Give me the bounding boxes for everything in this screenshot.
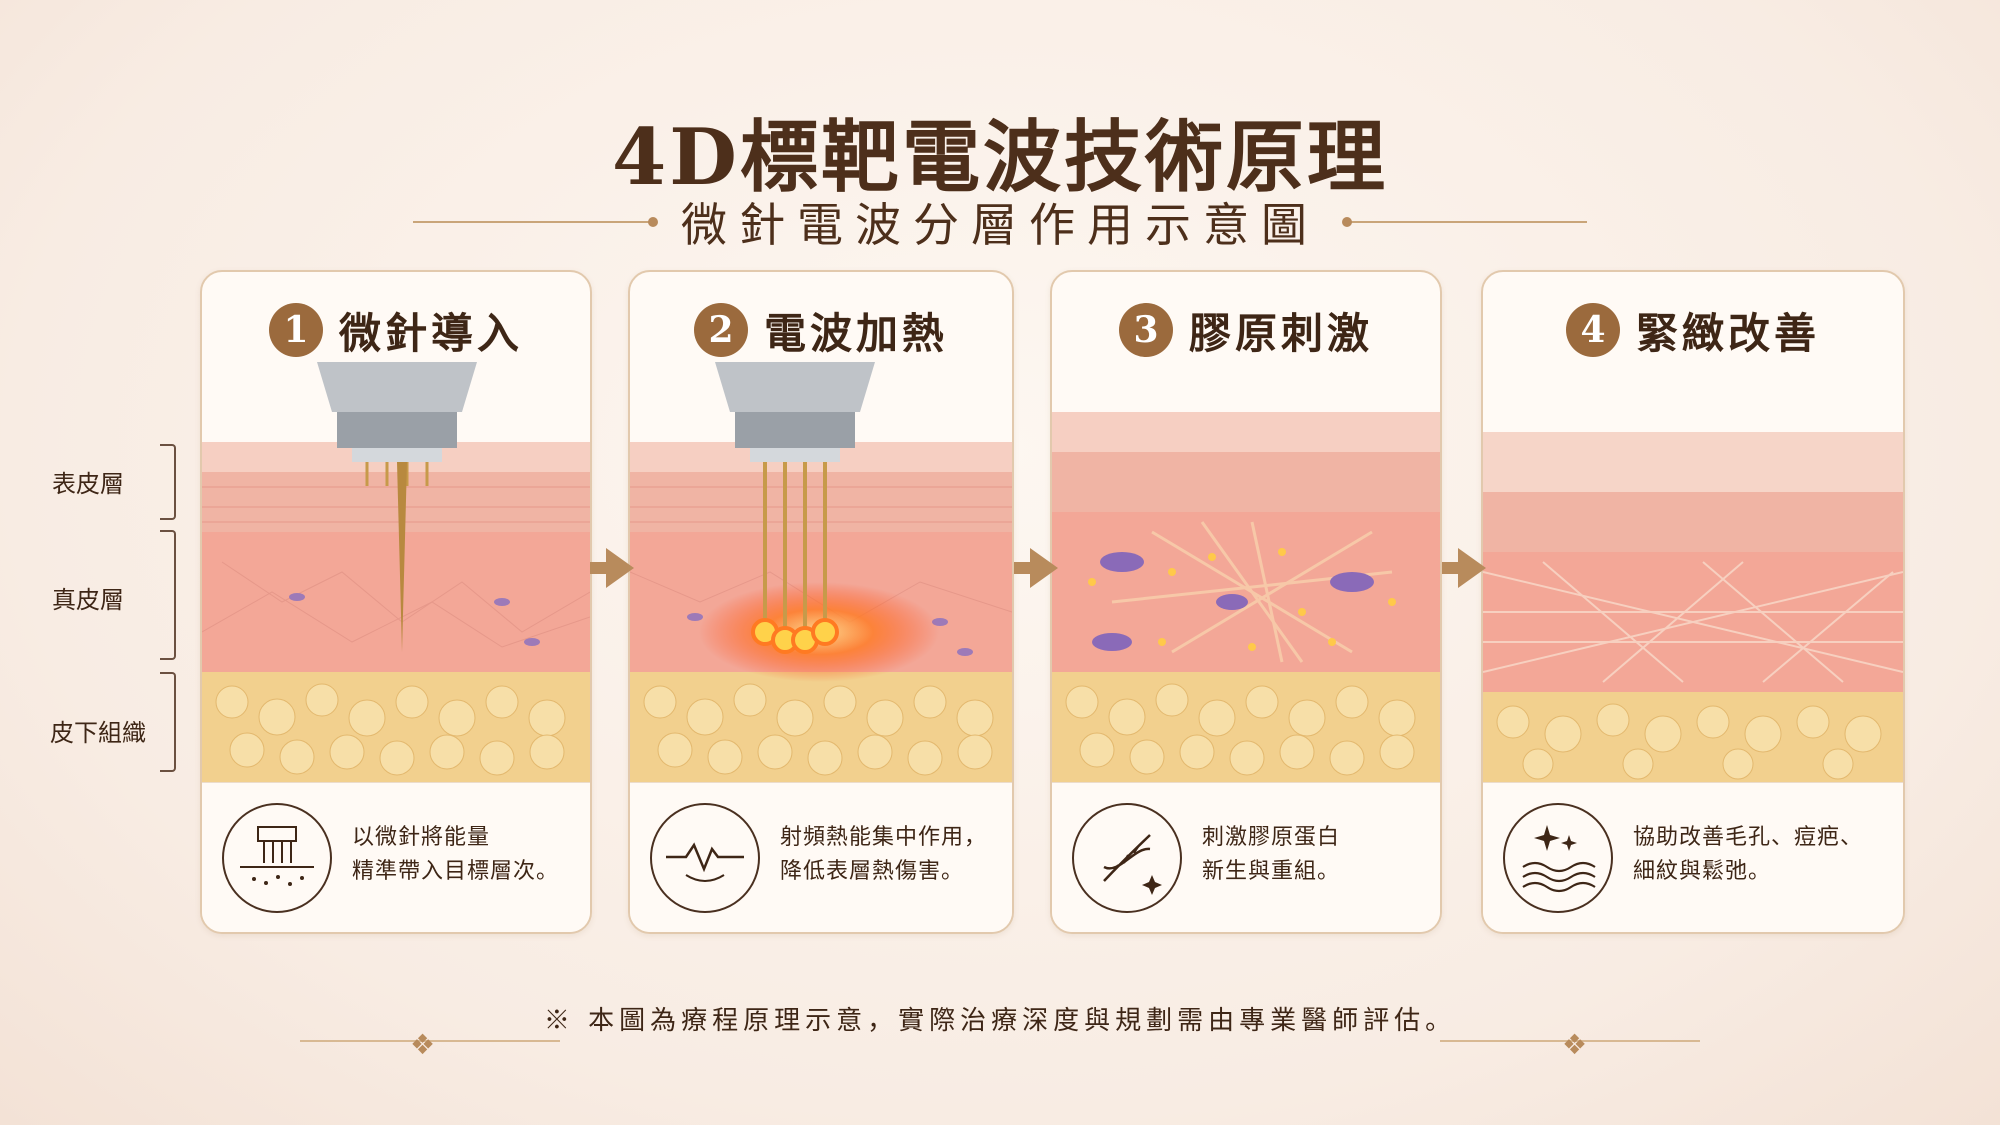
step-title-2: 電波加熱 [763,308,948,358]
step-panel-2: 2 電波加熱 [628,270,1014,934]
bracket-dermis [160,530,176,660]
subtitle-divider-right [1342,217,1587,227]
step-header-2: 2 電波加熱 [630,290,1012,370]
step-text-2-line1: 射頻熱能集中作用， [780,825,988,850]
skin-illustration-4 [1483,272,1903,922]
step-panel-1: 1 微針導入 [200,270,592,934]
step-text-2: 射頻熱能集中作用， 降低表層熱傷害。 [780,821,1002,889]
ornament-right-icon: ❖ [1562,1028,1588,1061]
step-panel-4: 4 緊緻改善 [1481,270,1905,934]
skin-illustration-1 [202,272,590,922]
step-text-3-line1: 刺激膠原蛋白 [1202,825,1341,850]
step-title-1: 微針導入 [338,308,523,358]
wave-icon [650,803,760,913]
step-panel-3: 3 膠原刺激 [1050,270,1442,934]
step-text-4-line2: 細紋與鬆弛。 [1633,859,1772,884]
step-text-3-line2: 新生與重組。 [1202,859,1341,884]
skin-illustration-2 [630,272,1012,922]
disclaimer: ※ 本圖為療程原理示意，實際治療深度與規劃需由專業醫師評估。 [543,1006,1457,1036]
microneedle-icon [222,803,332,913]
step-text-1-line2: 精準帶入目標層次。 [352,859,560,884]
step-text-2-line2: 降低表層熱傷害。 [780,859,965,884]
step-text-1-line1: 以微針將能量 [352,825,491,850]
subtitle-row: 微針電波分層作用示意圖 [0,192,2000,252]
bracket-epidermis [160,444,176,520]
step-description-4: 協助改善毛孔、痘疤、 細紋與鬆弛。 [1483,782,1903,932]
step-title-3: 膠原刺激 [1188,308,1373,358]
arrow-step-2-to-3 [1014,548,1058,588]
sparkle-wave-icon [1503,803,1613,913]
step-number-2: 2 [693,303,748,357]
step-number-4: 4 [1565,303,1620,357]
step-text-4: 協助改善毛孔、痘疤、 細紋與鬆弛。 [1633,821,1893,889]
page-title: 4D標靶電波技術原理 [612,112,1388,203]
step-header-4: 4 緊緻改善 [1483,290,1903,370]
footer-divider-left [300,1040,560,1042]
subtitle-divider-left [413,217,658,227]
layer-label-subcutaneous: 皮下組織 [50,719,146,747]
step-text-1: 以微針將能量 精準帶入目標層次。 [352,821,580,889]
step-header-3: 3 膠原刺激 [1052,290,1440,370]
step-header-1: 1 微針導入 [202,290,590,370]
step-text-3: 刺激膠原蛋白 新生與重組。 [1202,821,1430,889]
arrow-step-1-to-2 [590,548,634,588]
step-number-1: 1 [268,303,323,357]
ornament-left-icon: ❖ [410,1028,436,1061]
skin-illustration-3 [1052,272,1440,922]
layer-label-dermis: 真皮層 [52,586,124,614]
dna-icon [1072,803,1182,913]
footer-divider-right [1440,1040,1700,1042]
arrow-step-3-to-4 [1442,548,1486,588]
step-text-4-line1: 協助改善毛孔、痘疤、 [1633,825,1864,850]
layer-label-epidermis: 表皮層 [52,470,124,498]
step-number-3: 3 [1118,303,1173,357]
step-description-3: 刺激膠原蛋白 新生與重組。 [1052,782,1440,932]
bracket-subcutaneous [160,672,176,772]
step-description-2: 射頻熱能集中作用， 降低表層熱傷害。 [630,782,1012,932]
step-description-1: 以微針將能量 精準帶入目標層次。 [202,782,590,932]
step-title-4: 緊緻改善 [1635,308,1820,358]
page-subtitle: 微針電波分層作用示意圖 [681,198,1319,252]
